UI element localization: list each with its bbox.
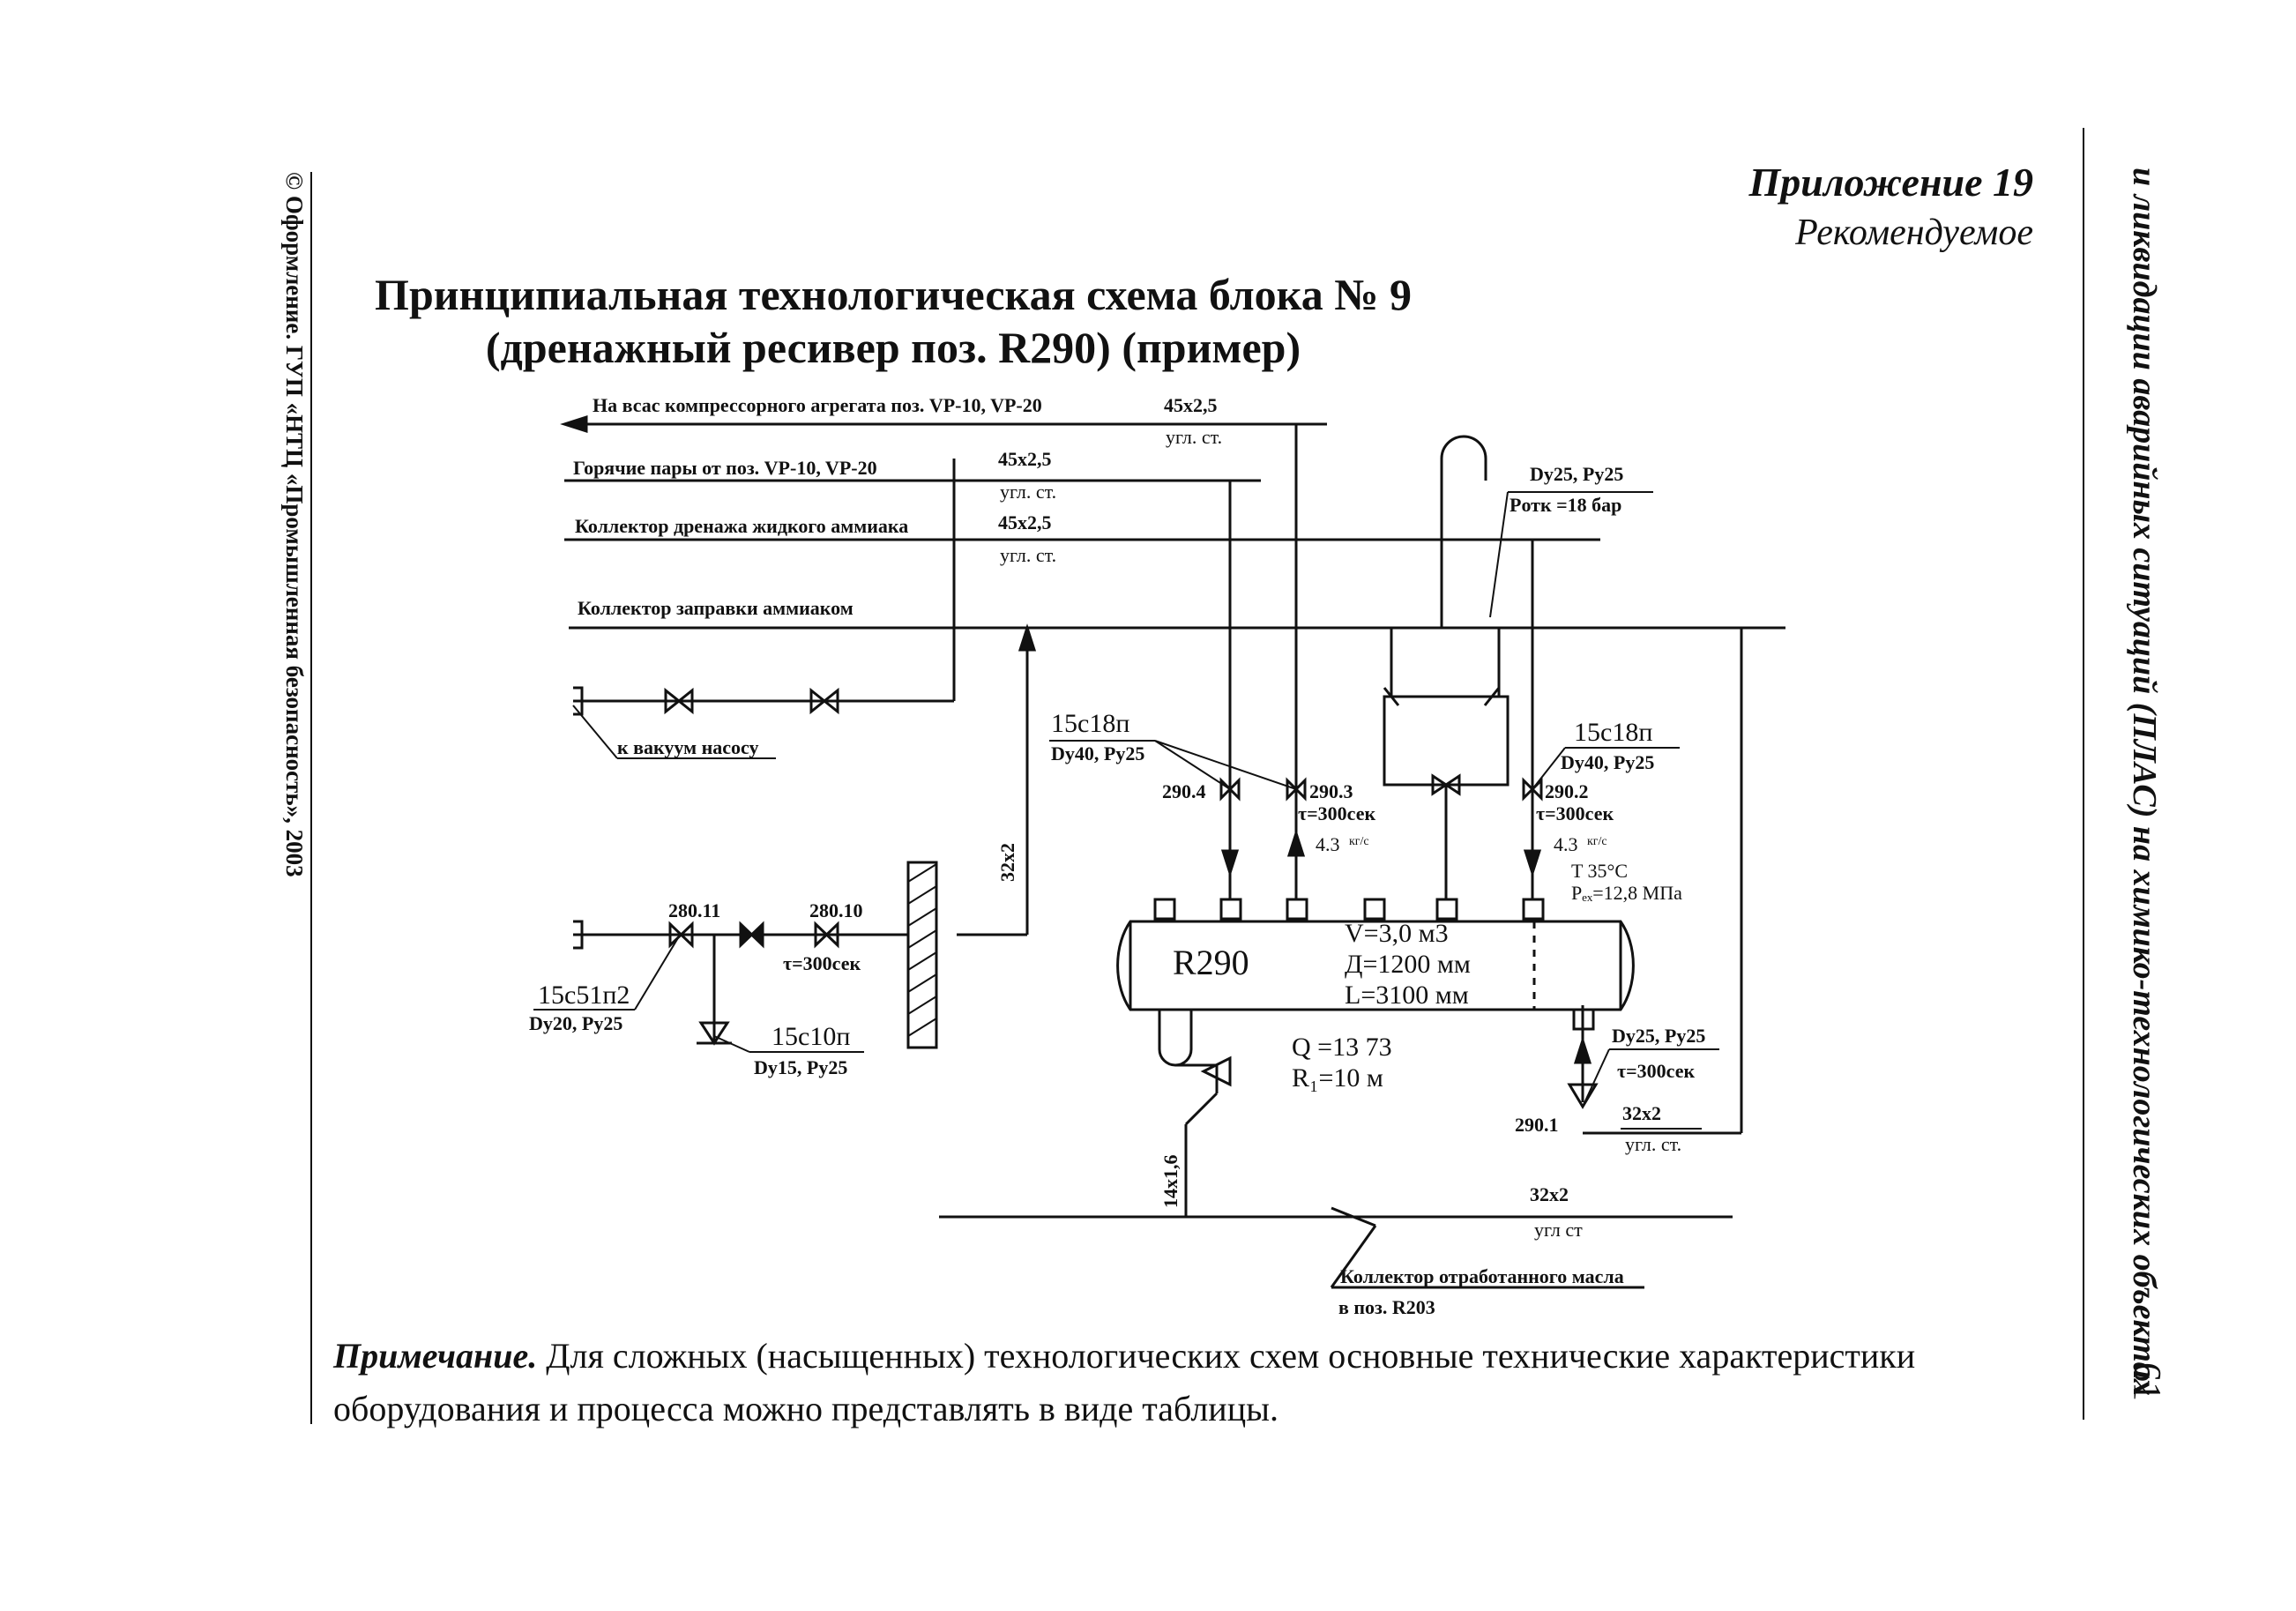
valve-290-3-flow-unit: кг/с xyxy=(1349,835,1369,848)
valve-280-11-type: 15с51п2 xyxy=(538,981,630,1010)
oil-collector-pos: в поз. R203 xyxy=(1338,1296,1435,1318)
receiver-name: R290 xyxy=(1173,943,1249,982)
valve-290-3-flow: 4.3 xyxy=(1316,833,1340,855)
receiver-q: Q =13 73 xyxy=(1292,1033,1392,1062)
valve-290-3-time: τ=300сек xyxy=(1298,802,1375,824)
pipe-32x2-vertical: 32х2 xyxy=(996,843,1018,882)
recommended-label: Рекомендуемое xyxy=(1795,213,2033,253)
valve-290-2: 290.2 xyxy=(1545,780,1589,802)
valve-280-11: 280.11 xyxy=(668,899,720,921)
diagram-title-line1: Принципиальная технологическая схема бло… xyxy=(375,270,1412,319)
suction-size: 45х2,5 xyxy=(1164,394,1218,416)
right-margin-rule xyxy=(2083,128,2084,1420)
right-valve-spec: Dy40, Py25 xyxy=(1561,751,1654,773)
valve-280-10: 280.10 xyxy=(809,899,863,921)
valve-290-1: 290.1 xyxy=(1515,1114,1559,1136)
oil-size: 32х2 xyxy=(1530,1183,1569,1205)
hot-vapors-size: 45х2,5 xyxy=(998,448,1052,470)
valve-symbols xyxy=(664,687,1599,1109)
note-label: Примечание. xyxy=(333,1336,538,1376)
valve-290-4: 290.4 xyxy=(1162,780,1206,802)
pipe-14x16: 14х1,6 xyxy=(1159,1155,1182,1209)
diagram-title-line2: (дренажный ресивер поз. R290) (пример) xyxy=(485,323,1301,372)
vacuum-pump-label: к вакуум насосу xyxy=(617,736,759,758)
receiver-diameter: Д=1200 мм xyxy=(1345,950,1471,979)
oil-collector-label: Коллектор отработанного масла xyxy=(1340,1265,1624,1287)
valve-290-1-spec: Dy25, Py25 xyxy=(1612,1025,1705,1047)
drain-valve-spec: Dy15, Py25 xyxy=(754,1056,847,1078)
oil-mat: угл ст xyxy=(1534,1219,1583,1241)
note-paragraph: Примечание. Для сложных (насыщенных) тех… xyxy=(333,1330,2070,1436)
valve-280-10-time: τ=300сек xyxy=(783,952,861,974)
drain-mat: угл. ст. xyxy=(1000,544,1056,566)
left-margin-rule xyxy=(310,172,312,1424)
safety-valve-pressure: Pотк =18 бар xyxy=(1510,494,1621,516)
receiver-length: L=3100 мм xyxy=(1345,981,1469,1010)
drain-size: 45х2,5 xyxy=(998,511,1052,533)
drain-collector-label: Коллектор дренажа жидкого аммиака xyxy=(575,515,908,537)
drain-valve-type: 15с10п xyxy=(772,1022,850,1051)
receiver-r: R₁=10 м xyxy=(1292,1063,1383,1093)
suction-label: На всас компрессорного агрегата поз. VP-… xyxy=(593,394,1042,416)
receiver-pressure: Pₑₓ=12,8 МПа xyxy=(1571,882,1682,904)
valve-280-11-spec: Dy20, Py25 xyxy=(529,1012,622,1034)
hot-vapors-label: Горячие пары от поз. VP-10, VP-20 xyxy=(573,457,877,479)
suction-mat: угл. ст. xyxy=(1166,426,1222,448)
receiver-temp: T 35°C xyxy=(1571,860,1628,882)
return-mat: угл. ст. xyxy=(1625,1133,1681,1155)
valve-290-2-time: τ=300сек xyxy=(1536,802,1614,824)
left-valve-spec: Dy40, Py25 xyxy=(1051,742,1144,764)
appendix-label: Приложение 19 xyxy=(1748,160,2033,205)
right-valve-type: 15с18п xyxy=(1574,718,1652,747)
receiver-volume: V=3,0 м3 xyxy=(1345,919,1449,948)
valve-290-3: 290.3 xyxy=(1309,780,1353,802)
valve-290-1-time: τ=300сек xyxy=(1617,1060,1695,1082)
filling-collector-label: Коллектор заправки аммиаком xyxy=(578,597,854,619)
note-text: Для сложных (насыщенных) технологических… xyxy=(333,1336,1916,1428)
valve-290-2-flow-unit: кг/с xyxy=(1587,835,1607,848)
hot-vapors-mat: угл. ст. xyxy=(1000,481,1056,503)
return-size: 32х2 xyxy=(1622,1102,1661,1124)
suction-arrow xyxy=(560,414,588,434)
valve-290-2-flow: 4.3 xyxy=(1554,833,1578,855)
left-valve-type: 15с18п xyxy=(1051,709,1129,738)
safety-valve-spec: Dy25, Py25 xyxy=(1530,463,1623,485)
